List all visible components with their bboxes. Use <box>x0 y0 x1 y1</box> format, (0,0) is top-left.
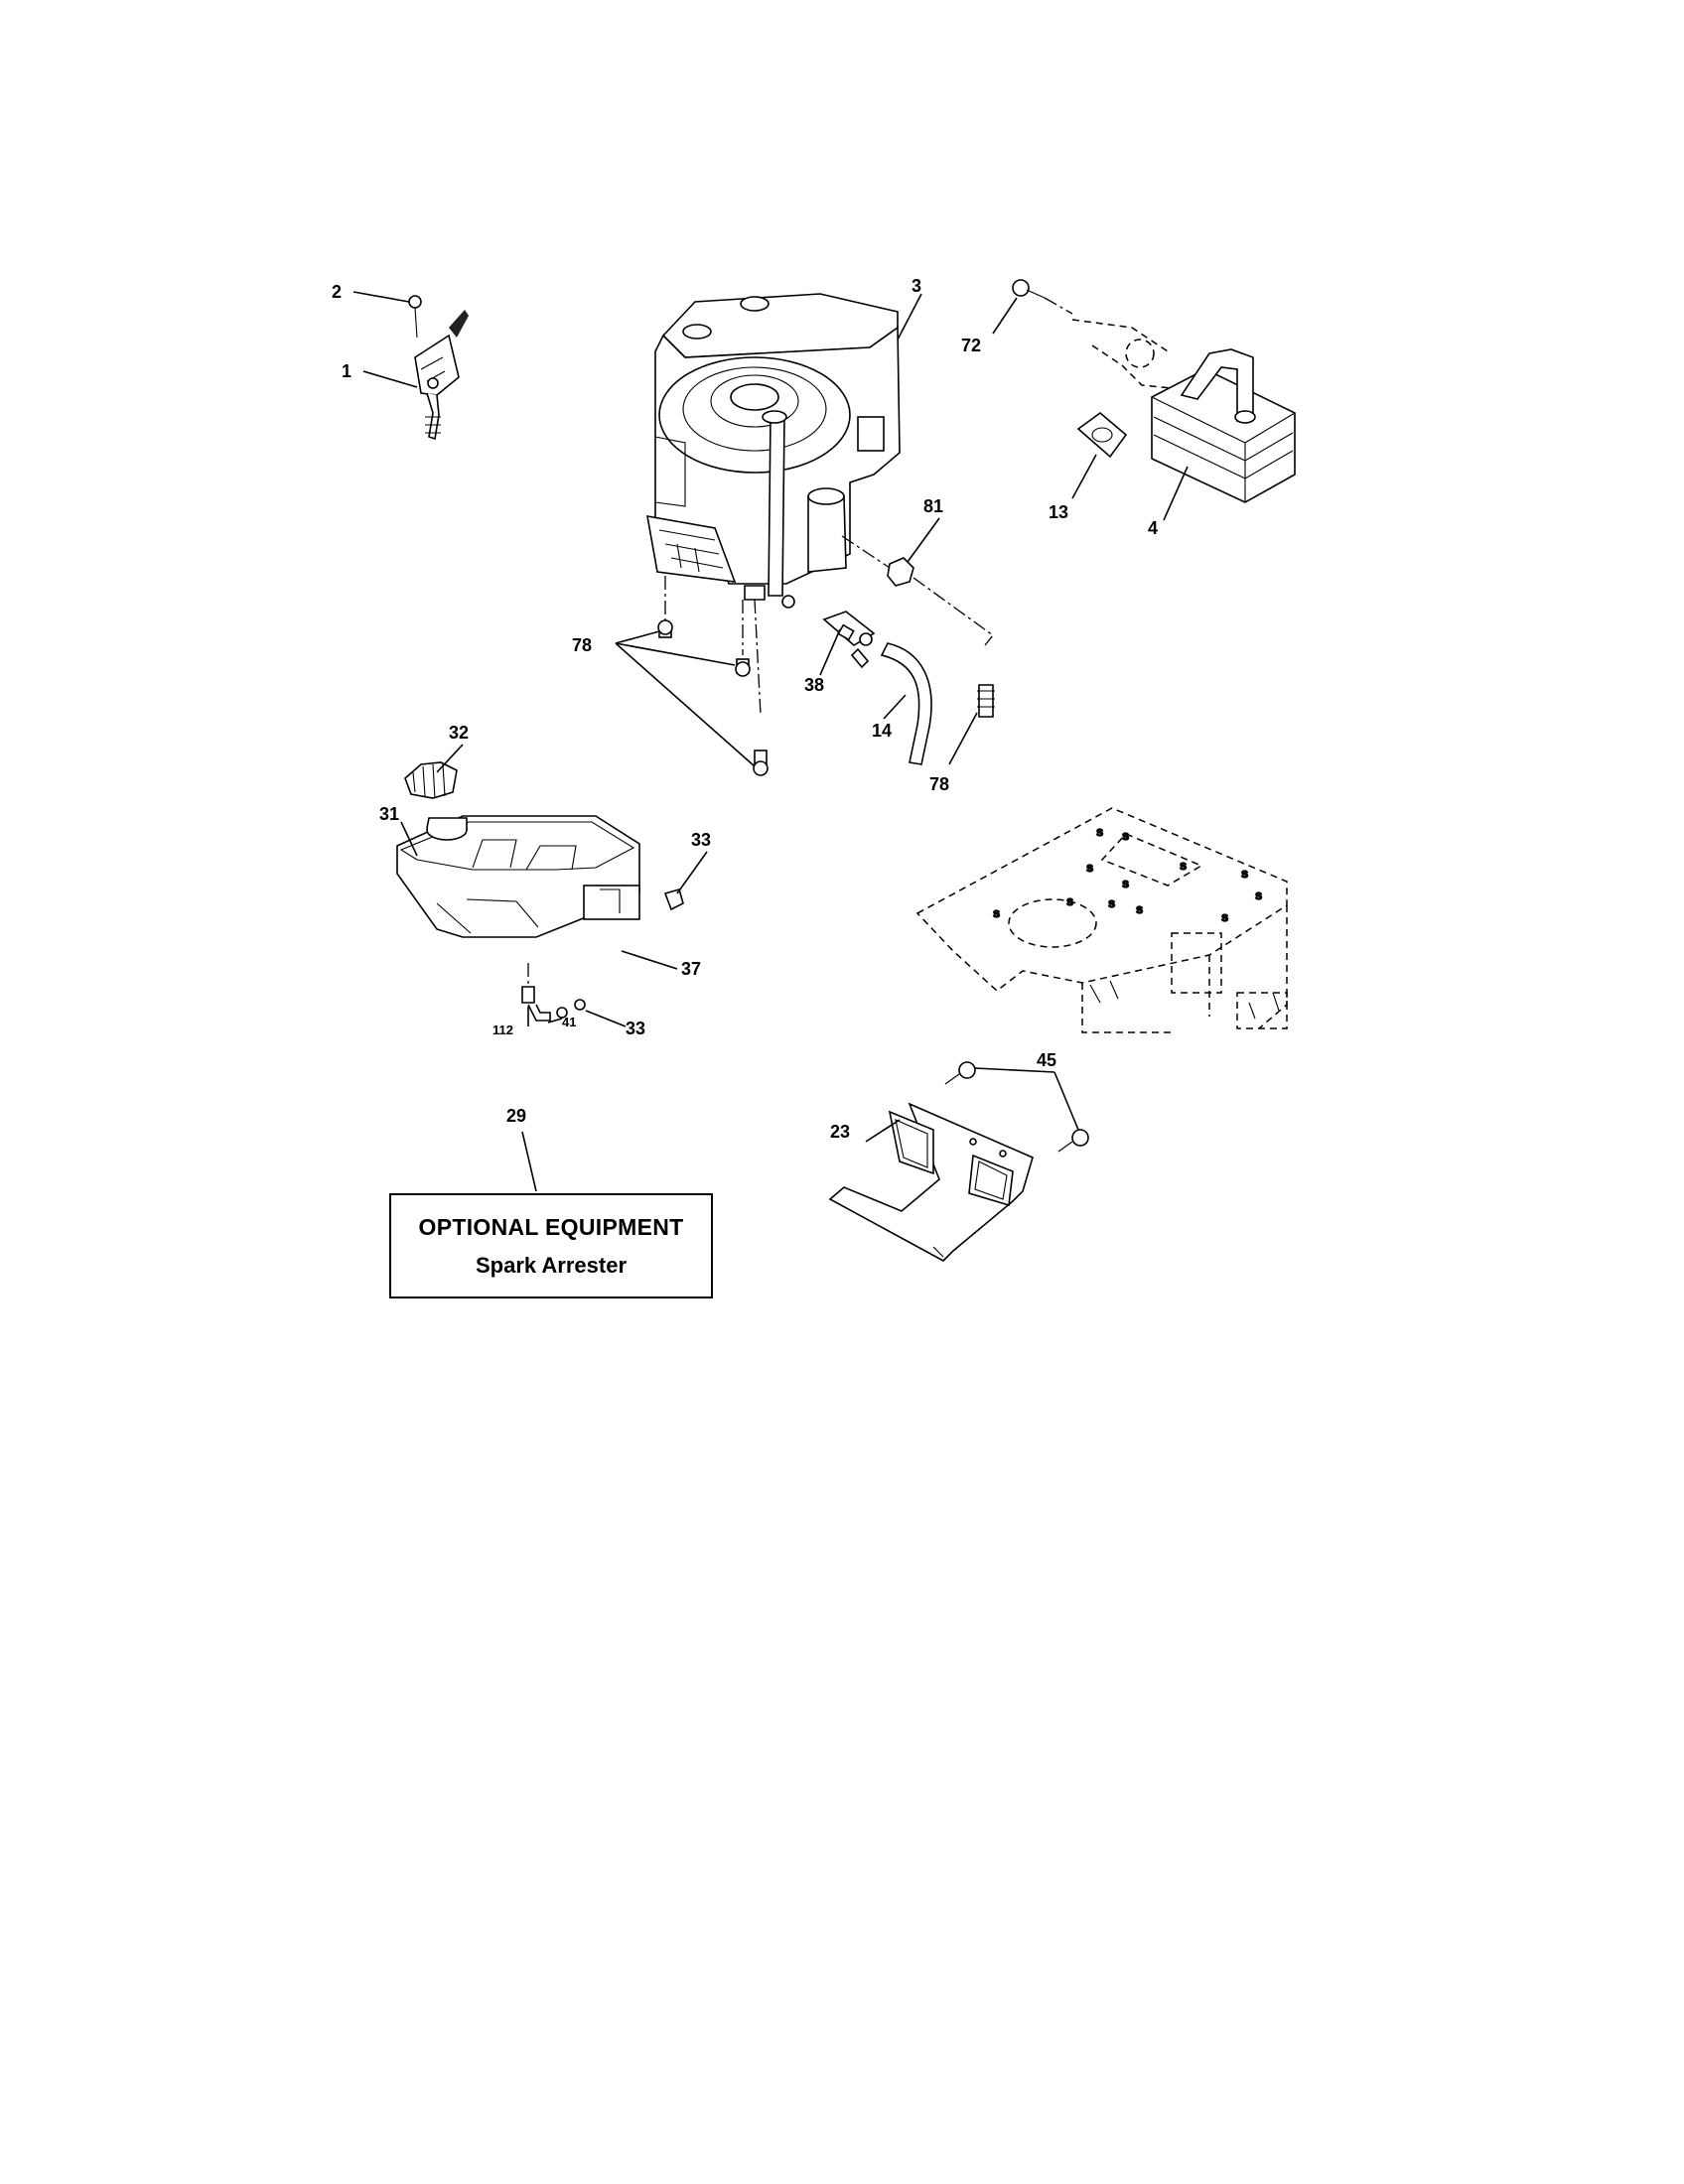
callout-78-b: 78 <box>929 774 949 794</box>
leader-45-b <box>1053 1071 1079 1131</box>
fuel-hose <box>880 642 932 765</box>
leader-81 <box>907 517 940 563</box>
exhaust-gasket <box>1076 411 1128 459</box>
leader-2 <box>352 291 410 303</box>
svg-text:s: s <box>1241 866 1248 881</box>
fuel-line-route <box>841 535 994 646</box>
svg-text:s: s <box>1180 858 1187 873</box>
callout-3: 3 <box>912 276 921 296</box>
exhaust-bolt <box>1012 279 1046 299</box>
leader-78-a1 <box>615 630 660 644</box>
leader-45-a <box>974 1067 1055 1073</box>
callout-45: 45 <box>1037 1050 1056 1070</box>
svg-text:s: s <box>1122 876 1129 890</box>
svg-text:s: s <box>1136 901 1143 916</box>
callout-32: 32 <box>449 723 469 743</box>
svg-text:s: s <box>1122 828 1129 843</box>
leader-33-b <box>585 1010 627 1027</box>
spark-arrester-label: Spark Arrester <box>475 1252 628 1278</box>
leader-1 <box>362 370 418 388</box>
leader-23 <box>865 1119 901 1143</box>
leader-41 <box>547 1018 563 1024</box>
leader-72 <box>992 297 1018 335</box>
nut-part-81 <box>887 557 914 587</box>
svg-text:s: s <box>1108 895 1115 910</box>
leader-78-a3 <box>615 642 756 767</box>
callout-23: 23 <box>830 1122 850 1142</box>
callout-78-a: 78 <box>572 635 592 655</box>
fuel-filter <box>822 611 876 669</box>
leader-31 <box>400 821 418 857</box>
leader-29 <box>521 1131 537 1192</box>
callout-72: 72 <box>961 336 981 355</box>
leader-37 <box>621 950 678 970</box>
leader-13 <box>1071 454 1097 499</box>
grommet-part-33-upper <box>663 888 684 911</box>
screw-part-2 <box>408 295 422 339</box>
fuel-tank <box>396 815 640 938</box>
leader-78-a2 <box>615 642 736 666</box>
muffler <box>1151 348 1296 503</box>
callout-29: 29 <box>506 1106 526 1126</box>
callout-13: 13 <box>1049 502 1068 522</box>
fuel-cap <box>404 761 458 799</box>
leader-32 <box>436 744 464 773</box>
bolt-alignment-line-72 <box>1044 297 1073 315</box>
callout-1: 1 <box>342 361 351 381</box>
callout-2: 2 <box>332 282 342 302</box>
svg-text:s: s <box>1086 860 1093 875</box>
leader-33-a <box>676 851 708 894</box>
svg-text:s: s <box>1255 887 1262 902</box>
callout-33-b: 33 <box>626 1019 645 1038</box>
svg-text:s: s <box>1096 824 1103 839</box>
leader-14 <box>883 694 907 720</box>
leader-38 <box>819 628 841 676</box>
optional-equipment-title: OPTIONAL EQUIPMENT <box>418 1213 684 1240</box>
svg-text:s: s <box>1066 893 1073 908</box>
callout-41: 41 <box>562 1015 576 1029</box>
svg-text:s: s <box>1221 909 1228 924</box>
callout-112: 112 <box>492 1023 513 1037</box>
heat-shield-plate <box>828 1102 1034 1262</box>
engine-mount-bolts <box>657 576 995 776</box>
callout-14: 14 <box>872 721 892 741</box>
optional-equipment-box: OPTIONAL EQUIPMENT Spark Arrester <box>389 1193 713 1298</box>
callout-38: 38 <box>804 675 824 695</box>
leader-3 <box>897 293 922 341</box>
shield-bolts <box>944 1061 1089 1153</box>
callout-4: 4 <box>1148 518 1158 538</box>
exhaust-pipe-ghost <box>1071 319 1183 390</box>
fuel-fitting-assembly <box>521 963 586 1022</box>
chassis-frame-ghost: s s s s s s s s s s s s <box>915 807 1288 1033</box>
leader-4 <box>1163 466 1189 521</box>
callout-37: 37 <box>681 959 701 979</box>
svg-text:s: s <box>993 905 1000 920</box>
leader-78-b <box>948 712 978 765</box>
throttle-control-bracket <box>414 310 469 441</box>
callout-81: 81 <box>923 496 943 516</box>
engine <box>646 293 901 609</box>
callout-33-a: 33 <box>691 830 711 850</box>
callout-31: 31 <box>379 804 399 824</box>
